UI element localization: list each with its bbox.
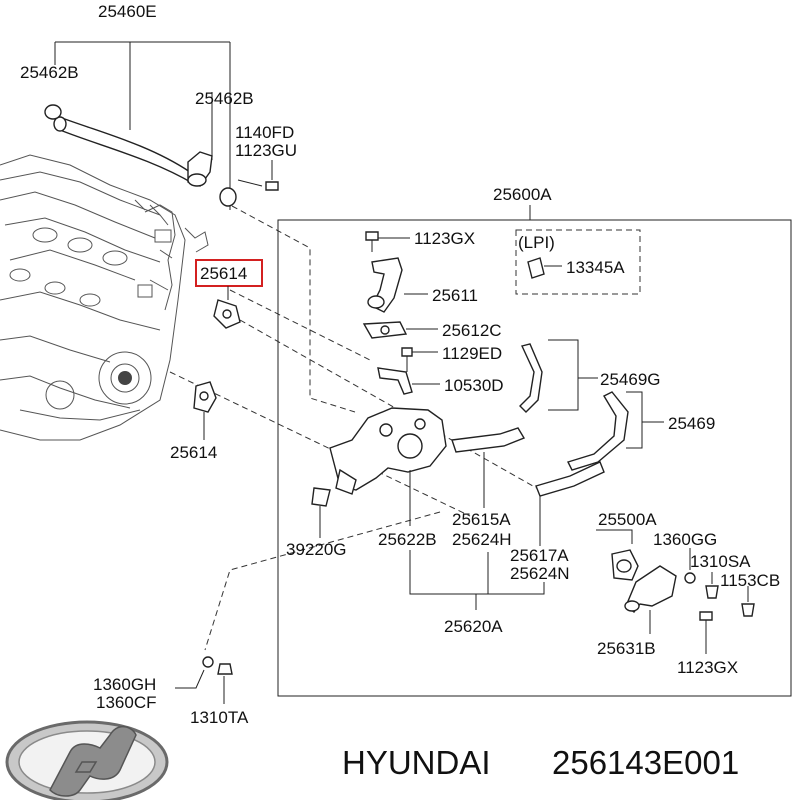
label-25612C: 25612C bbox=[442, 321, 502, 340]
highlight-box-25614 bbox=[195, 259, 263, 287]
label-1360CF: 1360CF bbox=[96, 693, 156, 712]
dashed-leaders bbox=[169, 205, 541, 651]
hose-25460E-assembly bbox=[44, 41, 279, 210]
hyundai-logo bbox=[5, 720, 169, 800]
label-1360GG: 1360GG bbox=[653, 530, 717, 549]
group-25600A bbox=[277, 205, 792, 697]
label-1123GX-top: 1123GX bbox=[414, 229, 475, 248]
label-LPI: (LPI) bbox=[518, 233, 555, 252]
label-25500A: 25500A bbox=[598, 510, 657, 529]
label-25462B-left: 25462B bbox=[20, 63, 79, 82]
label-25617A: 25617A bbox=[510, 546, 569, 565]
label-25624N: 25624N bbox=[510, 564, 570, 583]
group-parts bbox=[311, 231, 755, 654]
label-25620A: 25620A bbox=[444, 617, 503, 636]
label-25622B: 25622B bbox=[378, 530, 437, 549]
label-25631B: 25631B bbox=[597, 639, 656, 658]
nuts-bottom-left bbox=[175, 656, 233, 704]
brand-name: HYUNDAI bbox=[342, 744, 491, 781]
part-labels: 25460E 25462B 25462B 1140FD 1123GU 25614… bbox=[20, 2, 780, 727]
label-25462B-right: 25462B bbox=[195, 89, 254, 108]
label-13345A: 13345A bbox=[566, 258, 625, 277]
part-number: 256143E001 bbox=[552, 744, 739, 781]
label-25469G: 25469G bbox=[600, 370, 661, 389]
label-1129ED: 1129ED bbox=[442, 344, 502, 363]
label-1310TA: 1310TA bbox=[190, 708, 249, 727]
label-1153CB: 1153CB bbox=[720, 571, 780, 590]
label-25614: 25614 bbox=[170, 443, 217, 462]
gasket-25614 bbox=[193, 259, 263, 440]
label-25624H: 25624H bbox=[452, 530, 512, 549]
label-39220G: 39220G bbox=[286, 540, 347, 559]
label-25615A: 25615A bbox=[452, 510, 511, 529]
label-25600A: 25600A bbox=[493, 185, 552, 204]
label-25614-highlighted: 25614 bbox=[200, 264, 247, 283]
engine-block-illustration bbox=[0, 154, 209, 441]
label-1360GH: 1360GH bbox=[93, 675, 156, 694]
caption: HYUNDAI 256143E001 bbox=[342, 744, 739, 781]
label-25460E: 25460E bbox=[98, 2, 157, 21]
label-1310SA: 1310SA bbox=[690, 552, 751, 571]
label-1123GU: 1123GU bbox=[235, 141, 297, 160]
label-1140FD: 1140FD bbox=[235, 123, 294, 142]
label-25469: 25469 bbox=[668, 414, 715, 433]
label-1123GX-bottom: 1123GX bbox=[677, 658, 738, 677]
label-10530D: 10530D bbox=[444, 376, 504, 395]
label-25611: 25611 bbox=[432, 286, 478, 305]
